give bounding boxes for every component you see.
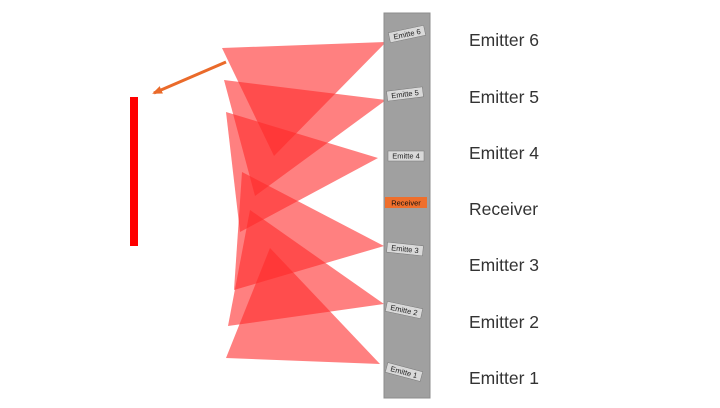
label-emitter-5: Emitter 5 (469, 87, 539, 107)
label-emitter-4: Emitter 4 (469, 143, 539, 163)
emitter-chip-3: Emitte 3 (386, 241, 424, 257)
receiver-chip: Receiver (385, 197, 427, 208)
beam-emitter-1 (226, 248, 380, 364)
emitter-chip-6: Emitte 6 (388, 25, 426, 43)
label-emitter-6: Emitter 6 (469, 30, 539, 50)
emitter-chip-4: Emitte 4 (387, 150, 425, 162)
label-emitter-1: Emitter 1 (469, 368, 539, 388)
emitter-chip-5: Emitte 5 (386, 86, 424, 102)
label-receiver: Receiver (469, 199, 538, 219)
label-emitter-3: Emitter 3 (469, 255, 539, 275)
label-emitter-2: Emitter 2 (469, 312, 539, 332)
emitter-chip-label: Emitte 3 (391, 243, 419, 255)
emitter-chip-label: Emitte 4 (392, 152, 420, 161)
beam-group (222, 42, 386, 364)
emitter-chip-2: Emitte 2 (385, 301, 423, 319)
target-bar (130, 97, 138, 246)
arrow-line (152, 60, 227, 95)
emitter-chip-label: Emitte 5 (391, 88, 419, 100)
receiver-chip-label: Receiver (391, 199, 421, 208)
